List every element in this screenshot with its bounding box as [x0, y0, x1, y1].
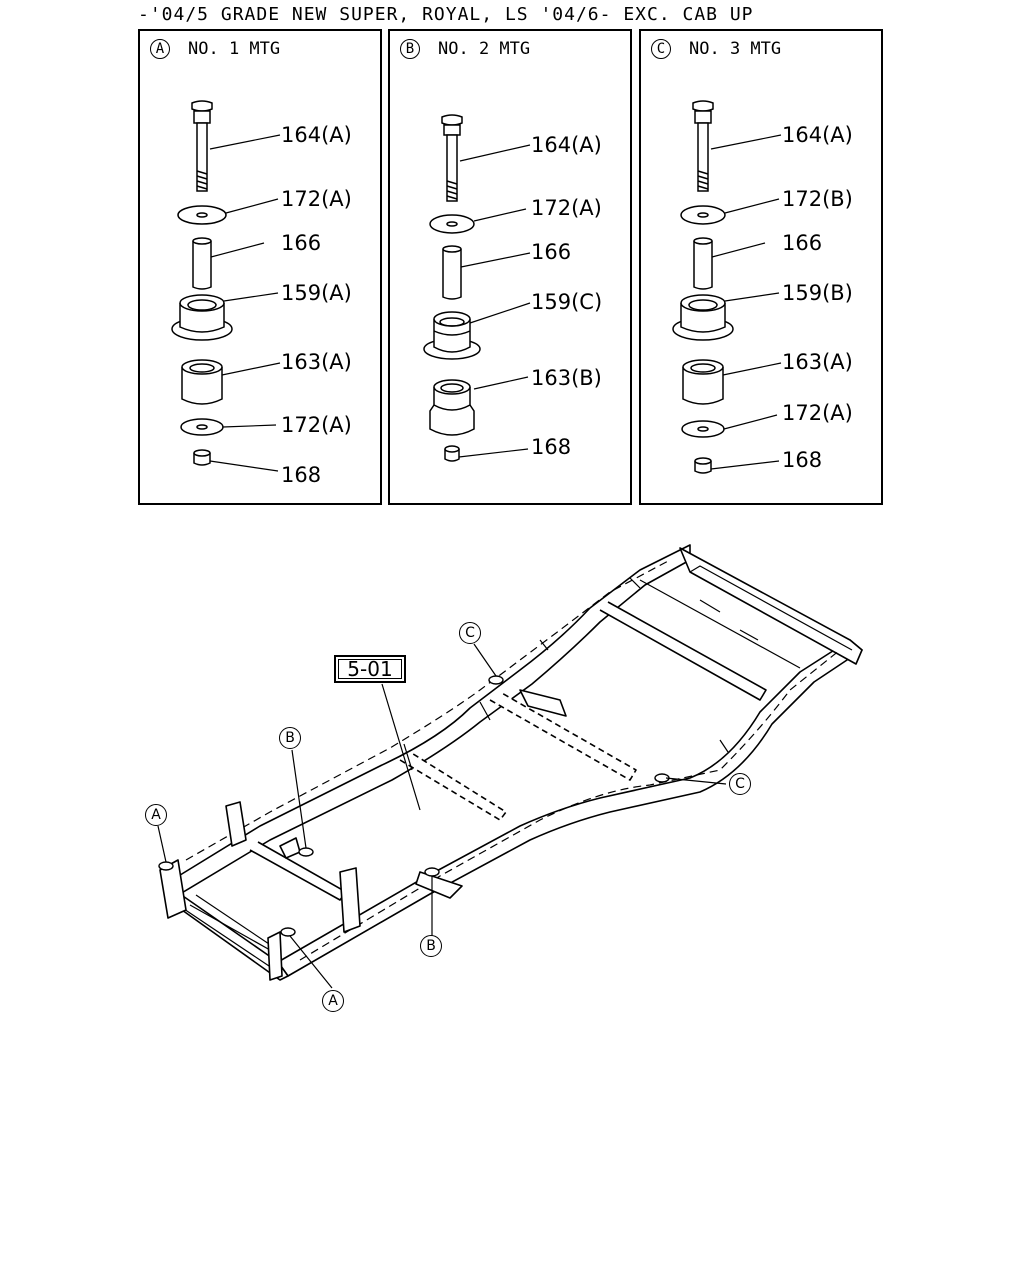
upper-bushing-part	[171, 294, 233, 341]
part-label: 159(B)	[782, 281, 853, 305]
bolt-part	[441, 114, 463, 202]
panel-title: A NO. 1 MTG	[150, 39, 280, 59]
collar-part	[192, 237, 212, 290]
nut-part	[444, 445, 460, 462]
nut-part	[694, 457, 712, 474]
washer-part	[177, 205, 227, 225]
washer-part	[180, 418, 224, 436]
upper-bushing-part	[423, 311, 481, 360]
mount-callout-c: C	[729, 773, 751, 795]
section-reference-label: 5-01	[347, 657, 393, 681]
mount-callout-c: C	[459, 622, 481, 644]
mount-callout-a: A	[322, 990, 344, 1012]
washer-part	[681, 420, 725, 438]
washer-part	[429, 214, 475, 234]
mount-parts-drawing	[423, 114, 531, 462]
nut-part	[193, 449, 211, 466]
collar-part	[442, 245, 462, 300]
mount-parts-drawing	[171, 100, 281, 472]
mount-bracket	[267, 931, 283, 981]
mount-point	[280, 927, 296, 937]
mount-point	[424, 867, 440, 877]
part-label: 172(A)	[281, 187, 352, 211]
lower-bushing-part	[181, 359, 223, 405]
mount-bracket	[279, 837, 301, 859]
collar-part	[693, 237, 713, 290]
mount-callout-a: A	[145, 804, 167, 826]
mount-parts-drawing	[672, 100, 782, 474]
part-label: 166	[531, 240, 572, 264]
lower-bushing-part	[682, 359, 724, 405]
bolt-part	[692, 100, 714, 192]
chassis-frame-drawing	[157, 544, 863, 989]
mount-bracket	[519, 689, 567, 717]
mount-point	[298, 847, 314, 857]
panel-mount-c: C NO. 3 MTG 164(A) 172(B) 166 159(B) 163…	[639, 29, 883, 505]
part-label: 166	[281, 231, 322, 255]
part-label: 164(A)	[531, 133, 602, 157]
lower-side-rail	[277, 639, 863, 977]
part-label: 164(A)	[281, 123, 352, 147]
part-label: 164(A)	[782, 123, 853, 147]
mount-title: NO. 2 MTG	[438, 39, 531, 59]
panel-mount-a: A NO. 1 MTG	[138, 29, 382, 505]
mount-letter-badge: B	[400, 39, 420, 59]
mount-letter-badge: C	[651, 39, 671, 59]
part-label: 172(A)	[281, 413, 352, 437]
mount-bracket	[415, 871, 463, 899]
page-header: -'04/5 GRADE NEW SUPER, ROYAL, LS '04/6-…	[138, 4, 754, 25]
part-label: 172(A)	[782, 401, 853, 425]
washer-part	[680, 205, 726, 225]
mount-title: NO. 1 MTG	[188, 39, 281, 59]
bolt-part	[191, 100, 213, 192]
upper-bushing-part	[672, 294, 734, 341]
panel-title: B NO. 2 MTG	[400, 39, 530, 59]
mount-callout-b: B	[279, 727, 301, 749]
part-label: 172(B)	[782, 187, 853, 211]
mount-point	[158, 861, 174, 871]
rear-crossmember	[679, 547, 863, 665]
crossmember	[399, 751, 507, 821]
part-label: 159(C)	[531, 290, 603, 314]
upper-side-rail	[171, 544, 691, 895]
section-reference-box: 5-01	[334, 655, 406, 683]
part-label: 168	[281, 463, 322, 487]
crossmember	[639, 579, 801, 669]
part-label: 159(A)	[281, 281, 352, 305]
part-label: 172(A)	[531, 196, 602, 220]
lower-bushing-part	[429, 379, 475, 436]
panel-title: C NO. 3 MTG	[651, 39, 781, 59]
mount-title: NO. 3 MTG	[689, 39, 782, 59]
part-label: 166	[782, 231, 823, 255]
mount-point	[488, 675, 504, 685]
part-label: 168	[782, 448, 823, 472]
part-label: 163(B)	[531, 366, 602, 390]
mount-callout-b: B	[420, 935, 442, 957]
mount-letter-badge: A	[150, 39, 170, 59]
crossmember	[599, 601, 767, 701]
part-label: 163(A)	[782, 350, 853, 374]
part-label: 163(A)	[281, 350, 352, 374]
crossmember	[489, 691, 637, 781]
mount-bracket	[339, 867, 361, 933]
panel-mount-b: B NO. 2 MTG 164(A) 172(A) 166 159(C)	[388, 29, 632, 505]
part-label: 168	[531, 435, 572, 459]
mount-bracket	[225, 801, 247, 847]
